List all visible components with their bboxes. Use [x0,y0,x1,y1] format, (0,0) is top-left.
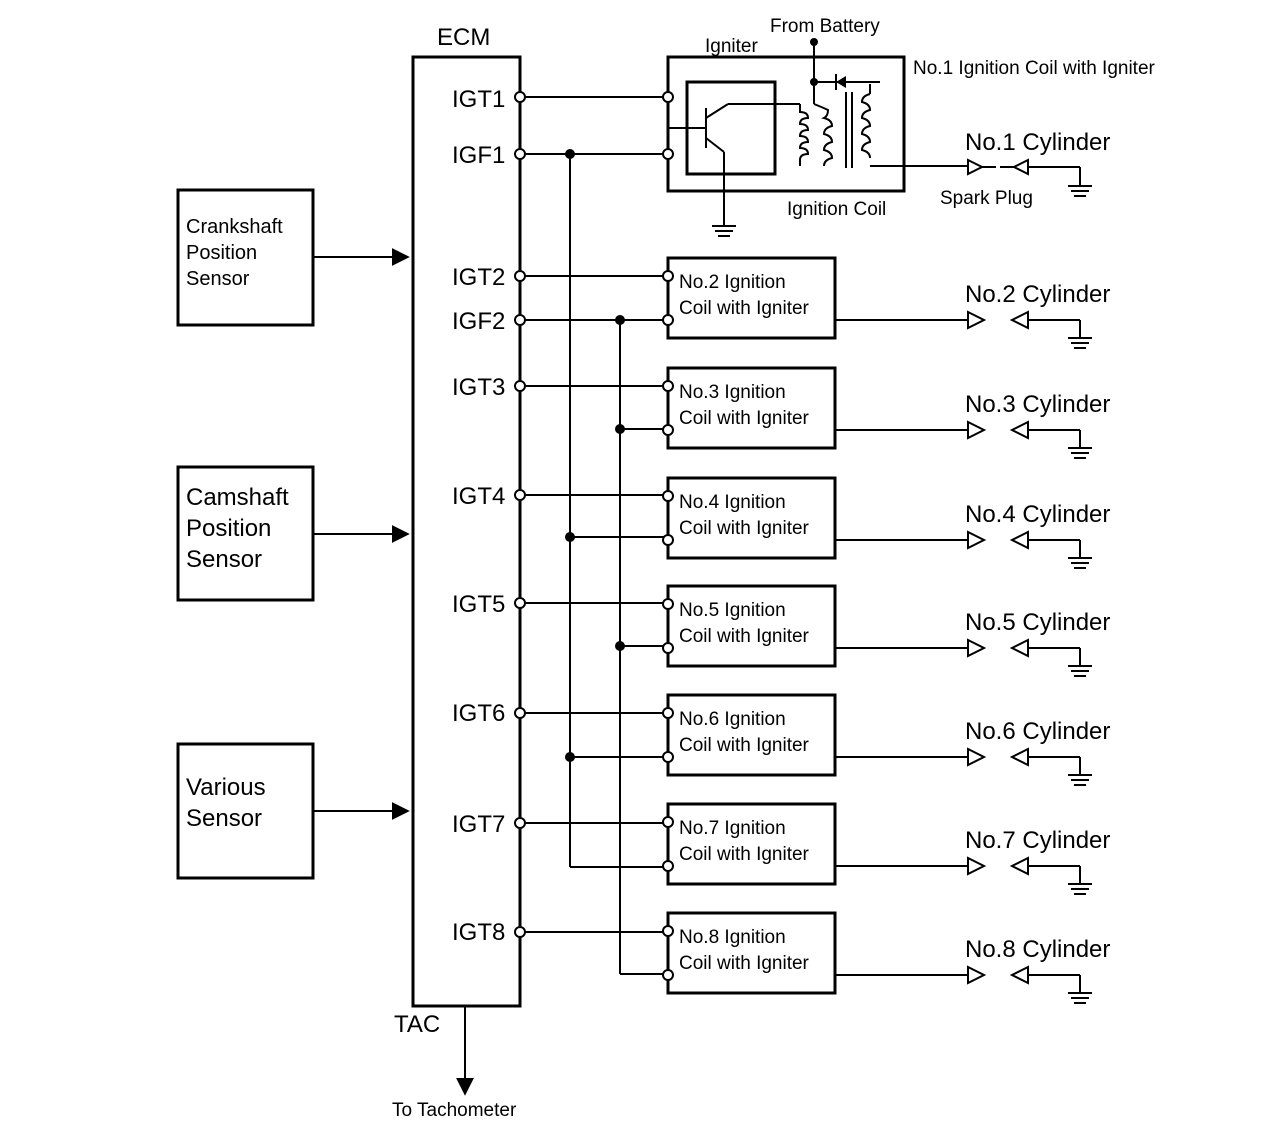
pin-igf2: IGF2 [452,308,505,335]
sensor-label: Crankshaft [186,216,283,238]
coil-label: Coil with Igniter [679,298,810,319]
cylinder-7-label: No.7 Cylinder [965,827,1110,854]
coil-label: Coil with Igniter [679,844,810,865]
coil-label: Coil with Igniter [679,735,810,756]
coil-label: No.8 Ignition [679,927,786,948]
pin-igt6: IGT6 [452,700,505,727]
igf-bus-wiring [520,149,668,975]
sensor-label: Position [186,515,271,542]
camshaft-position-sensor: Camshaft Position Sensor [176,465,410,602]
coil-label: No.2 Ignition [679,272,786,293]
cylinder-5-label: No.5 Cylinder [965,609,1110,636]
cylinder-6-label: No.6 Cylinder [965,718,1110,745]
pin-igt1: IGT1 [452,86,505,113]
ecm-terminals [514,91,526,938]
sensor-label: Sensor [186,805,262,832]
ignition-coil-label: Ignition Coil [787,199,886,220]
ecm-title: ECM [437,24,490,51]
sensor-label: Sensor [186,546,262,573]
pin-igt5: IGT5 [452,591,505,618]
pin-igt2: IGT2 [452,264,505,291]
coil-label: No.3 Ignition [679,382,786,403]
pin-igt7: IGT7 [452,811,505,838]
pin-igt8: IGT8 [452,919,505,946]
cylinder-4-label: No.4 Cylinder [965,501,1110,528]
cylinder-1-label: No.1 Cylinder [965,129,1110,156]
pin-tac: TAC [394,1011,440,1038]
coil-label: Coil with Igniter [679,626,810,647]
cylinder-3-label: No.3 Cylinder [965,391,1110,418]
igniter-label: Igniter [705,36,758,57]
igt-wiring [520,96,668,933]
coil1-title: No.1 Ignition Coil with Igniter [913,58,1156,79]
sensor-label: Sensor [186,268,250,290]
pin-igt4: IGT4 [452,483,505,510]
coil-label: Coil with Igniter [679,518,810,539]
spark-plug-label: Spark Plug [940,188,1033,209]
battery-label: From Battery [770,16,880,37]
cylinder-2-label: No.2 Cylinder [965,281,1110,308]
crankshaft-position-sensor: Crankshaft Position Sensor [176,188,410,327]
coil-label: No.6 Ignition [679,709,786,730]
coil1-with-igniter: Igniter From Battery No.1 Ignition Coil … [662,16,1156,237]
coil-label: No.7 Ignition [679,818,786,839]
various-sensor: Various Sensor [176,742,410,880]
sensor-label: Various [186,774,266,801]
coil-label: No.5 Ignition [679,600,786,621]
pin-igt3: IGT3 [452,374,505,401]
tachometer-label: To Tachometer [392,1100,517,1121]
cylinder-8-label: No.8 Cylinder [965,936,1110,963]
sensor-label: Position [186,242,257,264]
sensor-label: Camshaft [186,484,289,511]
coil-label: Coil with Igniter [679,408,810,429]
coil-label: Coil with Igniter [679,953,810,974]
ecm-block: ECM IGT1 IGF1 IGT2 IGF2 IGT3 IGT4 IGT5 I… [392,24,522,1121]
pin-igf1: IGF1 [452,142,505,169]
coil-label: No.4 Ignition [679,492,786,513]
